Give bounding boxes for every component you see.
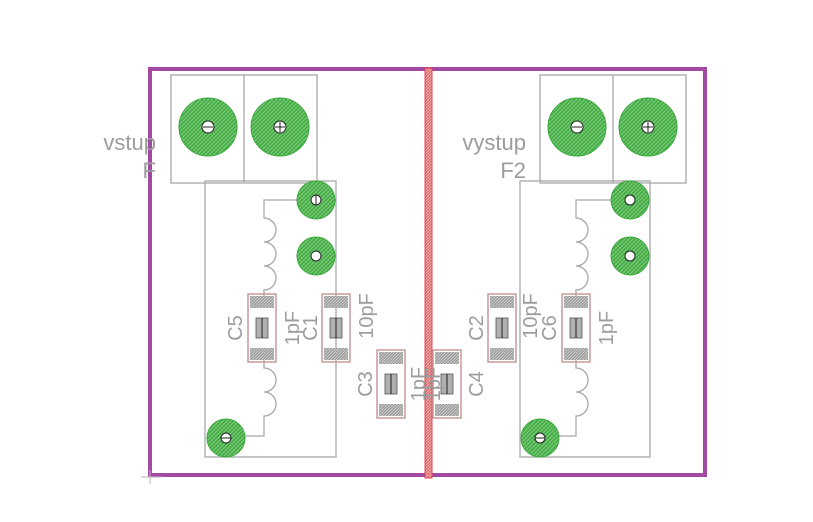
smd-cap-c6[interactable] — [561, 293, 591, 363]
pad-right-coil-top[interactable] — [610, 180, 650, 220]
pad-right-coil-bottom[interactable] — [520, 418, 560, 458]
label-c3-value: 1pF — [408, 367, 430, 401]
label-c6-name: C6 — [539, 315, 561, 341]
center-cut-line — [424, 67, 433, 479]
origin-marker — [141, 470, 162, 484]
connector-vstup-outline — [170, 74, 318, 184]
pad-left-coil-mid[interactable] — [296, 236, 336, 276]
left-coil-upper — [263, 199, 316, 305]
pad-vstup-2[interactable] — [250, 97, 310, 157]
label-vystup-value: F2 — [500, 158, 526, 183]
pad-left-coil-bottom[interactable] — [206, 418, 246, 458]
label-c1-value: 10pF — [356, 293, 378, 339]
label-c5-value: 1pF — [282, 311, 304, 345]
label-c4-name: C4 — [466, 371, 488, 397]
label-vstup-name: vstup — [103, 130, 156, 155]
label-c1-name: C1 — [300, 315, 322, 341]
label-c5-name: C5 — [225, 315, 247, 341]
pad-right-coil-mid[interactable] — [610, 236, 650, 276]
left-coil-lower — [226, 360, 277, 437]
label-vystup-name: vystup — [462, 130, 526, 155]
right-filter-outline — [519, 180, 651, 458]
right-coil-upper — [575, 199, 628, 305]
smd-cap-c4[interactable] — [432, 349, 462, 419]
label-c2-name: C2 — [466, 315, 488, 341]
label-c3-name: C3 — [355, 371, 377, 397]
pad-vystup-2[interactable] — [618, 97, 678, 157]
label-vstup-value: F — [143, 158, 156, 183]
label-c4-value: 1pF — [423, 367, 445, 401]
pad-left-coil-top[interactable] — [296, 180, 336, 220]
smd-cap-c3[interactable] — [376, 349, 406, 419]
smd-cap-c2[interactable] — [487, 293, 517, 363]
smd-cap-c5[interactable] — [247, 293, 277, 363]
pad-vstup-1[interactable] — [178, 97, 238, 157]
label-c2-value: 10pF — [520, 293, 542, 339]
right-coil-lower — [540, 360, 589, 437]
pad-vystup-1[interactable] — [547, 97, 607, 157]
smd-cap-c1[interactable] — [321, 293, 351, 363]
connector-vystup-outline — [539, 74, 687, 184]
label-c6-value: 1pF — [596, 311, 618, 345]
